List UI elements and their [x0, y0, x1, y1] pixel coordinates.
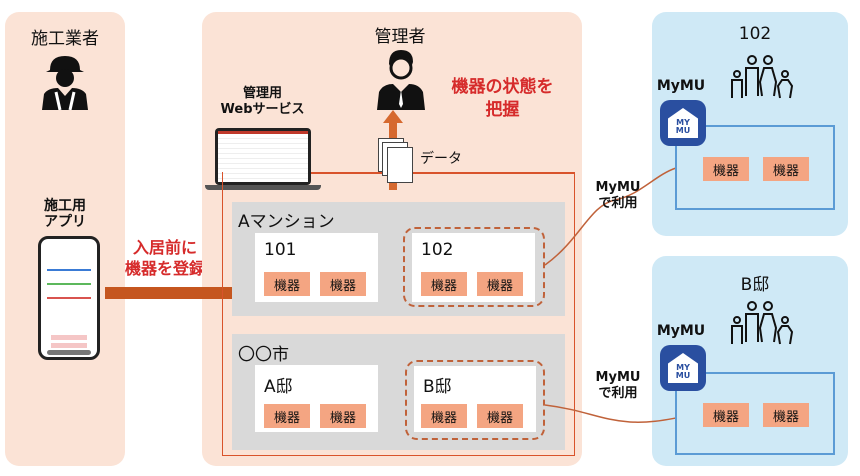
- mymu-label: MyMU: [656, 78, 706, 94]
- device-chip: 機器: [703, 157, 749, 181]
- home-b-title: B邸: [740, 275, 770, 295]
- device-chip: 機器: [264, 404, 310, 428]
- connector-b: [544, 404, 677, 423]
- family-icon: [731, 55, 794, 99]
- mymu-label: MyMU: [656, 323, 706, 339]
- register-arrow-shaft: [105, 287, 235, 299]
- laptop-base: [205, 185, 321, 190]
- device-chip: 機器: [763, 403, 809, 427]
- unit-name: 101: [264, 240, 297, 260]
- device-chip: 機器: [421, 272, 467, 296]
- unit-name: 102: [421, 240, 454, 260]
- city-name: 〇〇市: [238, 345, 289, 365]
- data-label: データ: [420, 151, 462, 167]
- construction-worker-icon: [42, 56, 88, 110]
- document-icon: [387, 147, 413, 183]
- device-chip: 機器: [703, 403, 749, 427]
- device-chip: 機器: [477, 272, 523, 296]
- managed-area-outline: [222, 172, 575, 456]
- house-b-highlight: [405, 360, 545, 440]
- device-chip: 機器: [320, 404, 366, 428]
- admin-title: 管理者: [374, 27, 426, 47]
- admin-person-icon: [377, 50, 425, 110]
- unit-102-highlight: [403, 227, 545, 307]
- status-text: 機器の状態を把握: [451, 77, 554, 120]
- outline-top: [311, 172, 575, 174]
- contractor-title: 施工業者: [31, 29, 99, 49]
- register-text: 入居前に機器を登録: [124, 238, 205, 278]
- connector-102: [544, 167, 677, 266]
- home-b-devices-box: [675, 372, 835, 455]
- family-icon: [731, 301, 794, 345]
- home-102-devices-box: [675, 125, 835, 210]
- unit-name: A邸: [264, 377, 293, 397]
- data-arrow-head-icon: [383, 110, 403, 123]
- app-label: 施工用アプリ: [44, 198, 86, 230]
- construction-app-phone: [38, 236, 100, 360]
- device-chip: 機器: [763, 157, 809, 181]
- building-a-name: Aマンション: [238, 212, 335, 232]
- home-102-title: 102: [738, 24, 772, 44]
- admin-laptop: [215, 128, 311, 185]
- unit-name: B邸: [423, 377, 452, 397]
- device-chip: 機器: [320, 272, 366, 296]
- device-chip: 機器: [264, 272, 310, 296]
- device-chip: 機器: [421, 404, 467, 428]
- device-chip: 機器: [477, 404, 523, 428]
